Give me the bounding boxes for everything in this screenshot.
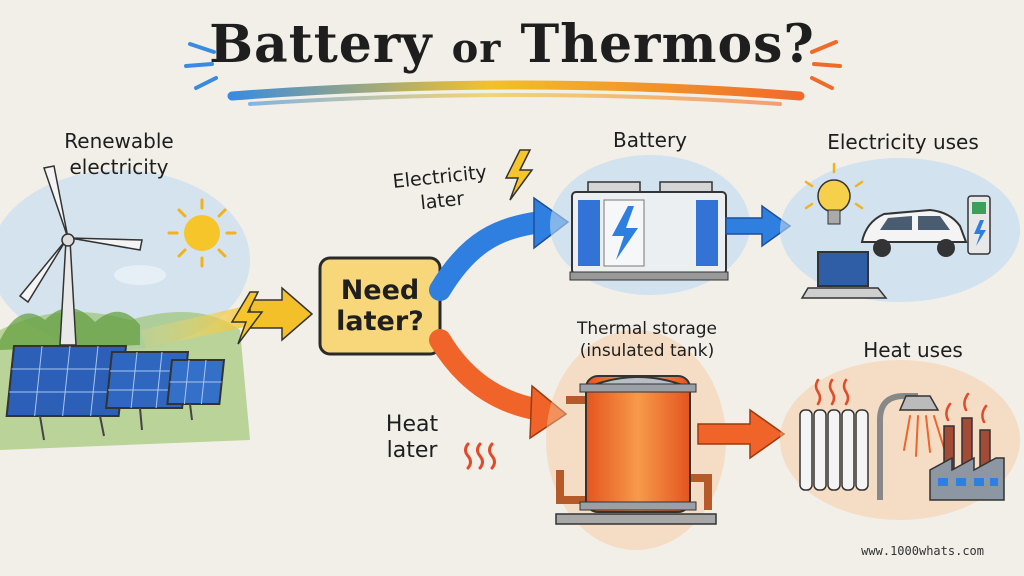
- watermark: www.1000whats.com: [861, 544, 984, 558]
- renewable-label-line-2: electricity: [69, 155, 169, 179]
- battery-icon: [569, 181, 729, 281]
- renewable-label-line-1: Renewable: [64, 129, 174, 153]
- decision-label: Need later?: [320, 258, 440, 354]
- title-underline-2: [248, 93, 782, 106]
- heat-uses-label: Heat uses: [863, 338, 963, 362]
- input-arrow: [249, 286, 314, 342]
- title-underline: [227, 80, 805, 101]
- heat-later-line-2: later: [386, 438, 438, 463]
- thermal-storage-line-1: Thermal storage: [577, 319, 717, 339]
- shower-icon: [877, 393, 945, 500]
- thermal-storage-line-2: (insulated tank): [579, 341, 715, 361]
- thermal-storage-label: Thermal storage (insulated tank): [552, 318, 742, 362]
- electric-flow-arrow: [429, 211, 551, 301]
- heat-flow-arrow: [429, 329, 551, 421]
- title-connector: or: [451, 25, 502, 72]
- factory-icon: [929, 392, 1005, 501]
- battery-to-uses-arrow: [725, 204, 792, 248]
- decision-line-2: later?: [336, 306, 424, 337]
- wind-turbine-icon: [18, 165, 143, 346]
- decision-box: [318, 256, 442, 356]
- tank-icon: [555, 375, 717, 525]
- decision-line-1: Need: [340, 275, 420, 306]
- renewable-label: Renewable electricity: [44, 128, 194, 180]
- heat-flow-arrow-head: [529, 384, 568, 440]
- electricity-uses-label: Electricity uses: [827, 130, 979, 154]
- title-part-1: Battery: [209, 14, 433, 75]
- solar-panel-icon: [5, 345, 226, 441]
- electricity-later-lightning-icon: [504, 149, 534, 201]
- ev-charger-icon: [967, 195, 991, 255]
- cloud: [114, 265, 166, 285]
- battery-label: Battery: [612, 128, 688, 152]
- radiator-icon: [799, 378, 869, 491]
- title-part-2: Thermos?: [520, 14, 815, 75]
- sun-icon: [167, 198, 237, 268]
- lightning-icon: [230, 291, 264, 345]
- page-title: Battery or Thermos?: [0, 14, 1024, 75]
- lightbulb-icon: [804, 162, 864, 225]
- tank-to-uses-arrow: [697, 408, 786, 460]
- heat-later-line-1: Heat: [385, 412, 439, 437]
- laptop-icon: [800, 251, 888, 299]
- input-beam: [140, 305, 254, 348]
- title-accent-left-icon: [184, 42, 218, 90]
- heat-waves-icon: [464, 442, 496, 470]
- car-icon: [860, 208, 968, 257]
- title-accent-right-icon: [810, 40, 842, 90]
- heat-later-label: Heat later: [372, 412, 452, 464]
